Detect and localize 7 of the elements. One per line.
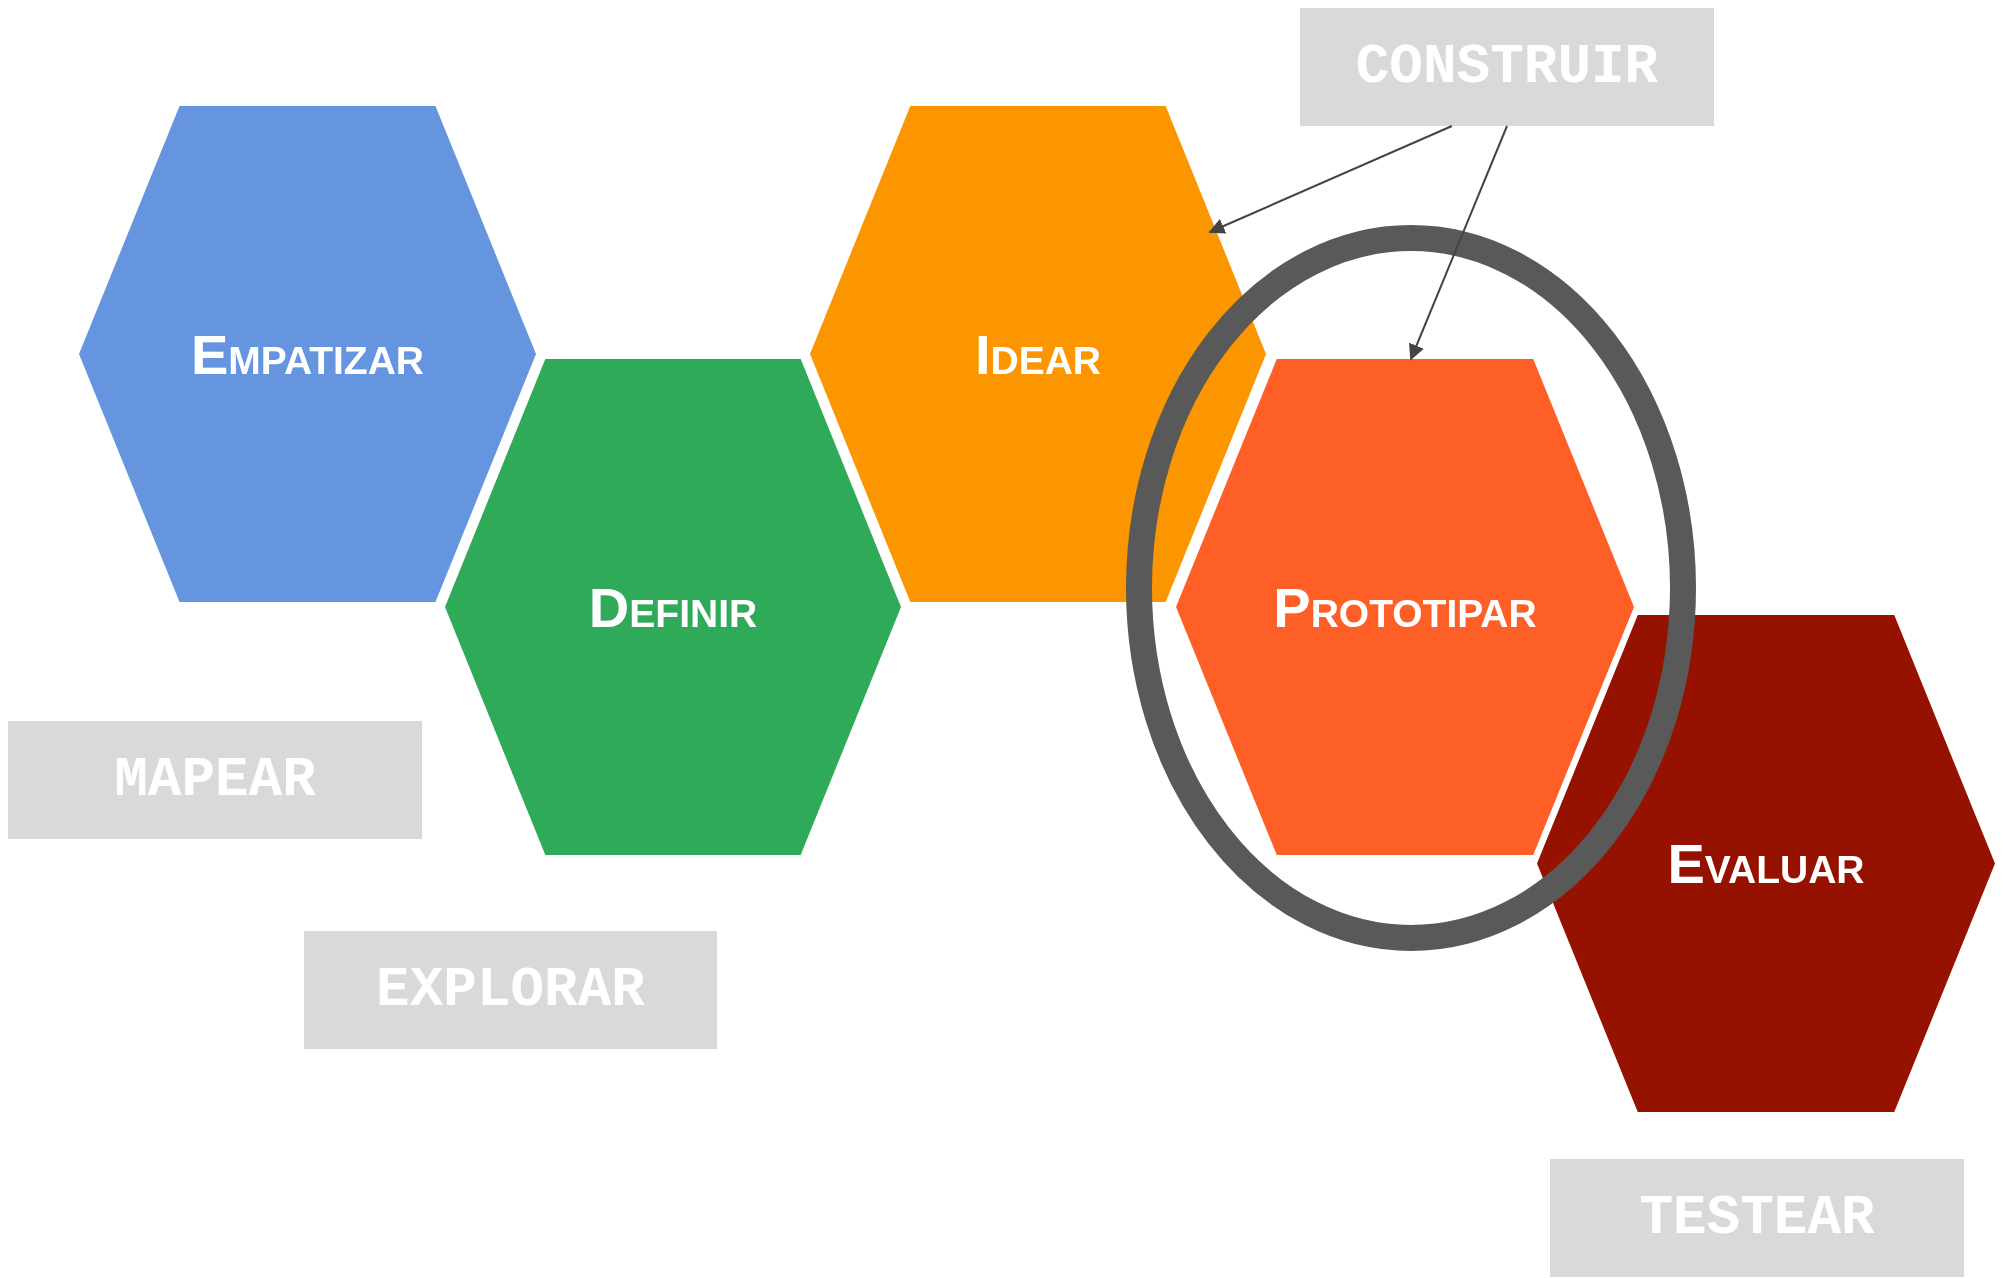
- stage-label: Empatizar: [190, 321, 424, 387]
- stage-label: Evaluar: [1667, 831, 1865, 896]
- stage-label: Idear: [974, 321, 1102, 387]
- arrow: [1409, 125, 1508, 361]
- stage-label: Prototipar: [1273, 574, 1537, 640]
- stage-label: Definir: [588, 574, 758, 640]
- arrow: [1208, 125, 1453, 234]
